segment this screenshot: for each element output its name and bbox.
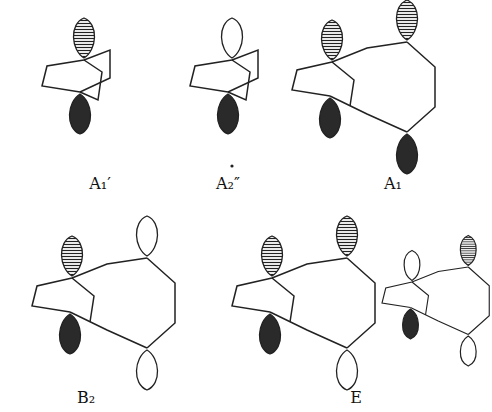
molecule-a1 xyxy=(292,0,435,174)
molecule-a1-prime xyxy=(42,18,110,134)
symmetry-label: B₂ xyxy=(77,390,95,406)
molecule-b2 xyxy=(32,216,175,390)
symmetry-label: A₁′ xyxy=(89,176,111,192)
molecule-e-first xyxy=(232,216,375,390)
symmetry-label: A₁ xyxy=(384,176,402,192)
molecule-a2-double-prime xyxy=(190,18,258,168)
molecule-e-second xyxy=(382,236,489,367)
symmetry-label: A₂″ xyxy=(216,176,240,192)
symmetry-label: E xyxy=(350,390,362,406)
